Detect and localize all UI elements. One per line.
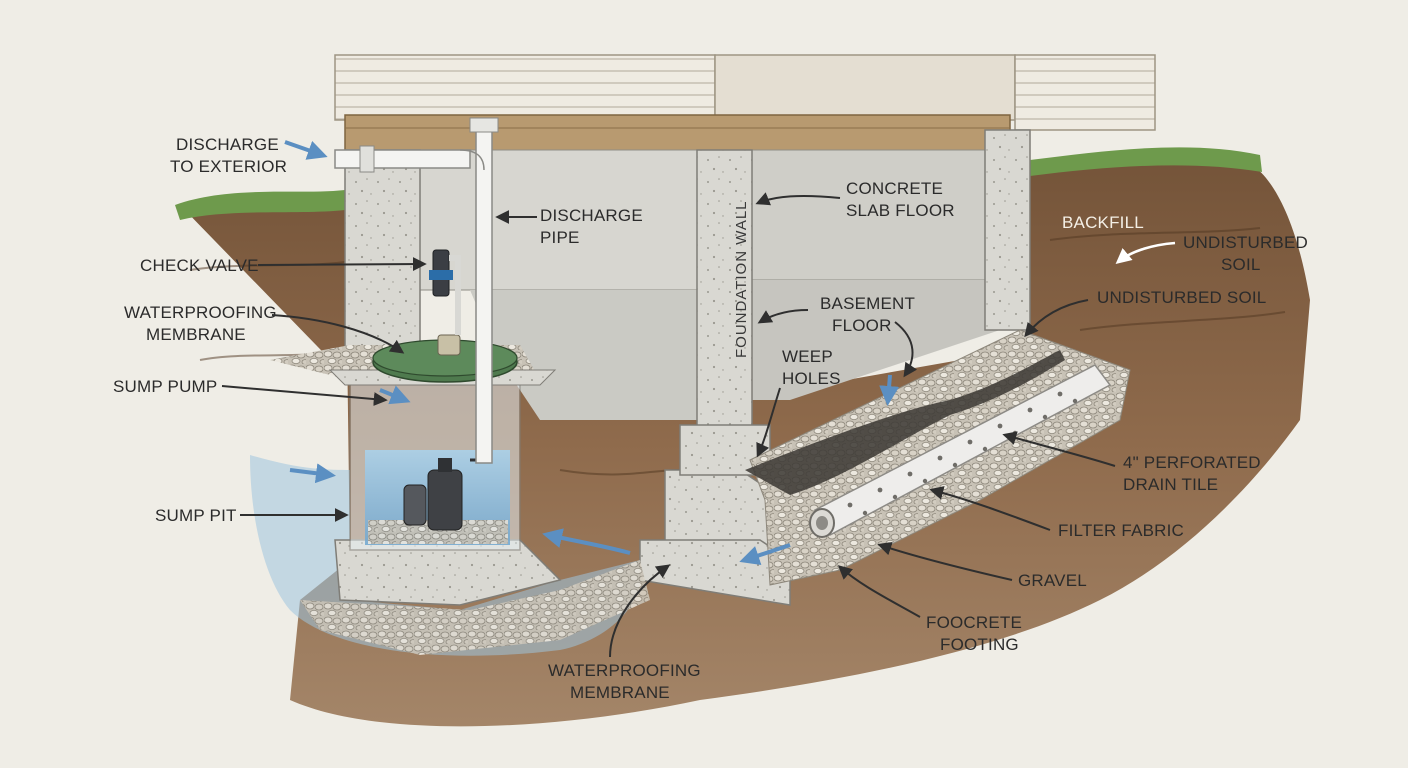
label-footing: FOOCRETE FOOTING <box>926 613 1027 654</box>
arrow-icon <box>221 385 388 407</box>
arrow-icon <box>757 309 809 324</box>
water-flow-arrow-icon <box>879 374 900 406</box>
arrow-icon <box>756 387 781 458</box>
foundation-wall <box>344 129 1031 431</box>
basement-walls <box>419 149 1001 420</box>
label-waterproofing-membrane-bottom: WATERPROOFING MEMBRANE <box>548 661 706 702</box>
arrow-icon <box>1115 241 1176 264</box>
perforated-drain-tile <box>809 364 1112 538</box>
filter-fabric <box>745 350 1065 495</box>
arrow-icon <box>877 541 1013 581</box>
label-concrete-slab-floor: CONCRETE SLAB FLOOR <box>846 179 955 220</box>
label-sump-pump: SUMP PUMP <box>113 377 217 396</box>
arrow-icon <box>609 564 671 658</box>
label-undisturbed-soil-right: UNDISTURBED SOIL <box>1183 233 1313 274</box>
leader-lines <box>221 192 1176 658</box>
house-siding <box>334 54 1156 154</box>
arrow-icon <box>1002 431 1116 467</box>
label-backfill: BACKFILL <box>1062 213 1144 232</box>
label-discharge-pipe: DISCHARGE PIPE <box>540 206 648 247</box>
water-flow-arrow-icon <box>284 140 328 160</box>
label-discharge-to-exterior: DISCHARGE TO EXTERIOR <box>170 135 287 176</box>
arrow-icon <box>257 257 427 272</box>
labels: DISCHARGE TO EXTERIOR DISCHARGE PIPE CHE… <box>113 135 1313 702</box>
arrow-icon <box>837 565 921 618</box>
label-sump-pit: SUMP PIT <box>155 506 237 525</box>
discharge-pipe <box>334 117 499 464</box>
water-flow-arrow-icon <box>739 543 791 566</box>
label-filter-fabric: FILTER FABRIC <box>1058 521 1184 540</box>
water-flow-arrow-icon <box>379 385 411 405</box>
arrow-icon <box>929 486 1051 531</box>
arrow-icon <box>271 314 405 354</box>
arrow-icon <box>894 321 918 378</box>
water-flow-arrow-icon <box>542 528 631 555</box>
arrow-icon <box>755 192 841 206</box>
arrow-icon <box>1024 299 1089 338</box>
label-weep-holes: WEEP HOLES <box>782 347 841 388</box>
label-gravel: GRAVEL <box>1018 571 1087 590</box>
label-check-valve: CHECK VALVE <box>140 256 259 275</box>
label-perforated-drain-tile: 4" PERFORATED DRAIN TILE <box>1123 453 1266 494</box>
check-valve <box>429 249 461 335</box>
label-foundation-wall: FOUNDATION WALL <box>733 200 750 358</box>
sump-pump <box>403 385 490 531</box>
water-flow-arrows <box>284 140 900 566</box>
label-undisturbed-soil-lower: UNDISTURBED SOIL <box>1097 288 1266 307</box>
water-flow-arrow-icon <box>289 463 336 484</box>
label-waterproofing-membrane-top: WATERPROOFING MEMBRANE <box>124 303 282 344</box>
label-basement-floor: BASEMENT FLOOR <box>820 294 920 335</box>
